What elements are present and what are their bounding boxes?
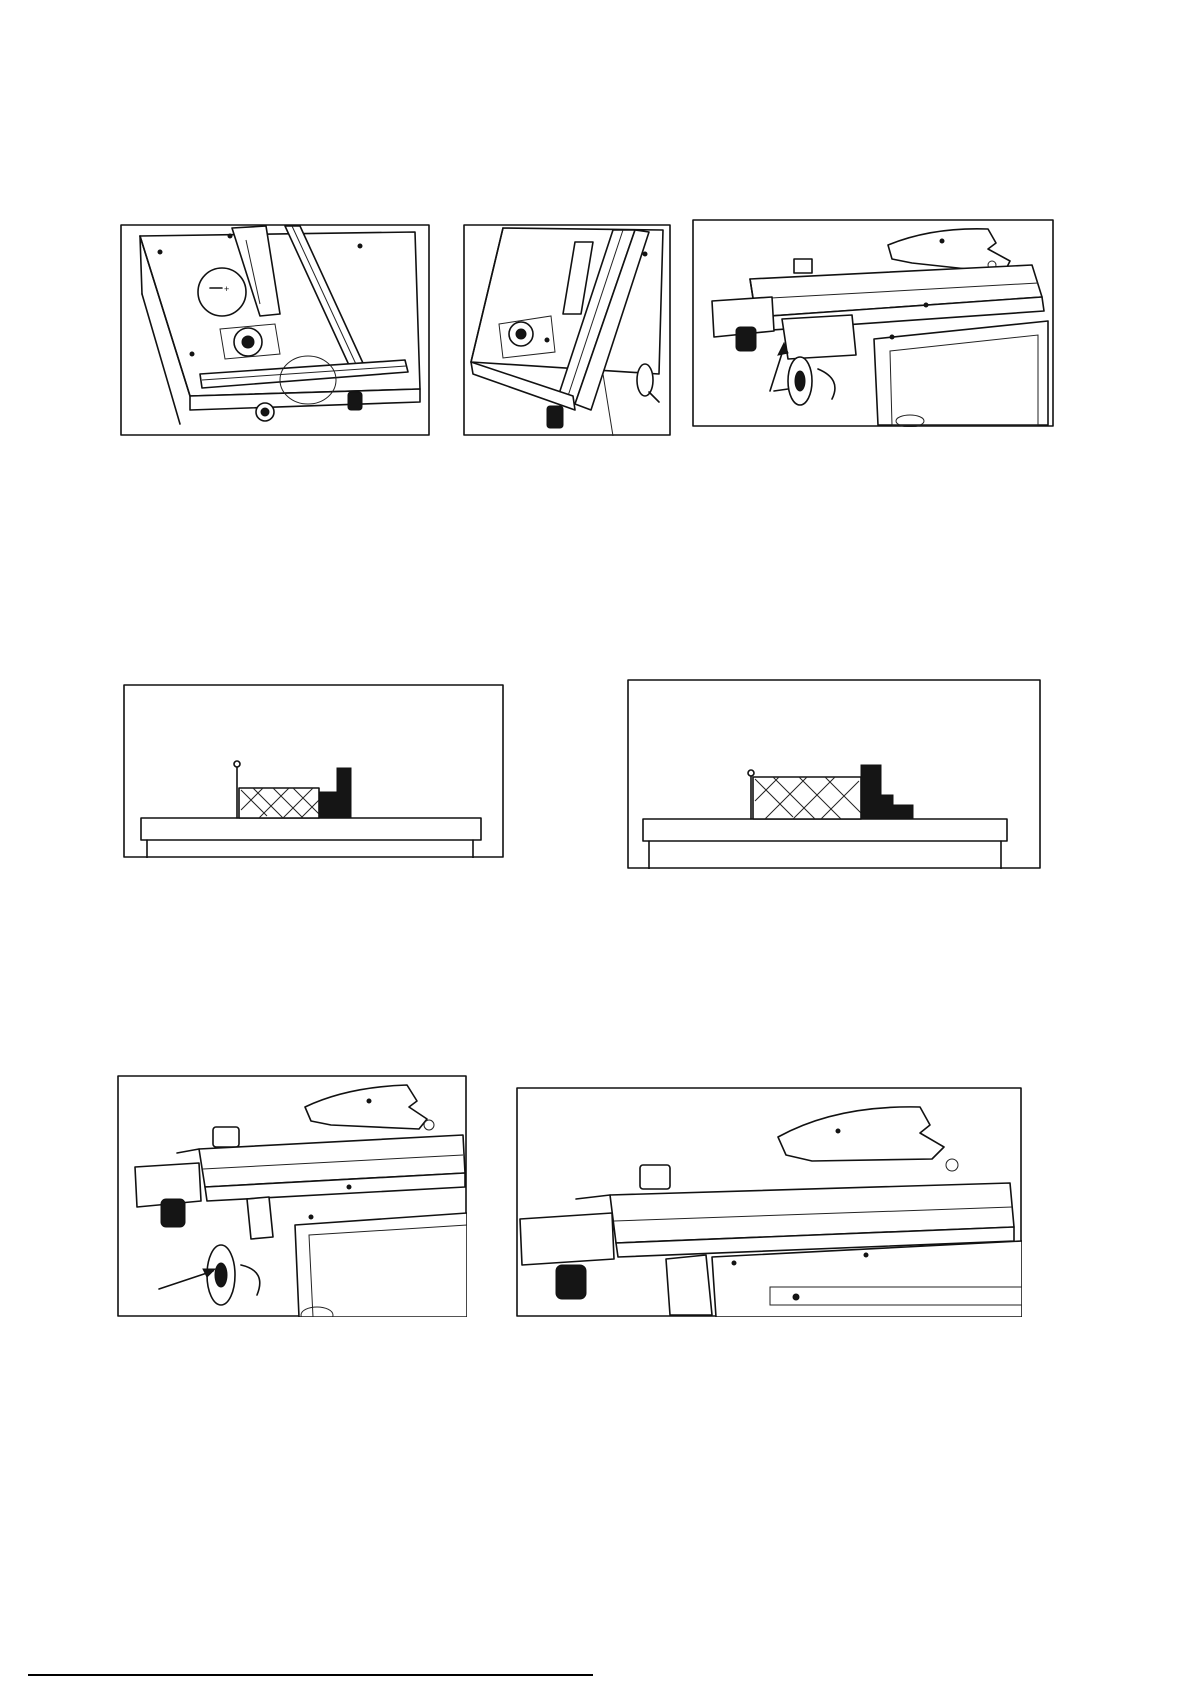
table-top-view-drawing: + xyxy=(120,224,430,436)
fence-profile-low-drawing xyxy=(123,684,504,858)
figure-fence-profile-high xyxy=(627,679,1041,869)
fence-profile-high-drawing xyxy=(627,679,1041,869)
figure-fence-lock-detail xyxy=(692,219,1054,427)
fence-assembly-drawing xyxy=(516,1087,1022,1317)
figure-fence-assembly xyxy=(516,1087,1022,1317)
figure-fence-angled-view xyxy=(463,224,671,436)
footer-rule xyxy=(28,1674,593,1676)
svg-text:+: + xyxy=(224,284,229,294)
figure-fence-handwheel xyxy=(117,1075,467,1317)
fence-handwheel-drawing xyxy=(117,1075,467,1317)
figure-fence-profile-low xyxy=(123,684,504,858)
fence-lock-detail-drawing xyxy=(692,219,1054,427)
figure-table-top-view: + xyxy=(120,224,430,436)
fence-angled-view-drawing xyxy=(463,224,671,436)
